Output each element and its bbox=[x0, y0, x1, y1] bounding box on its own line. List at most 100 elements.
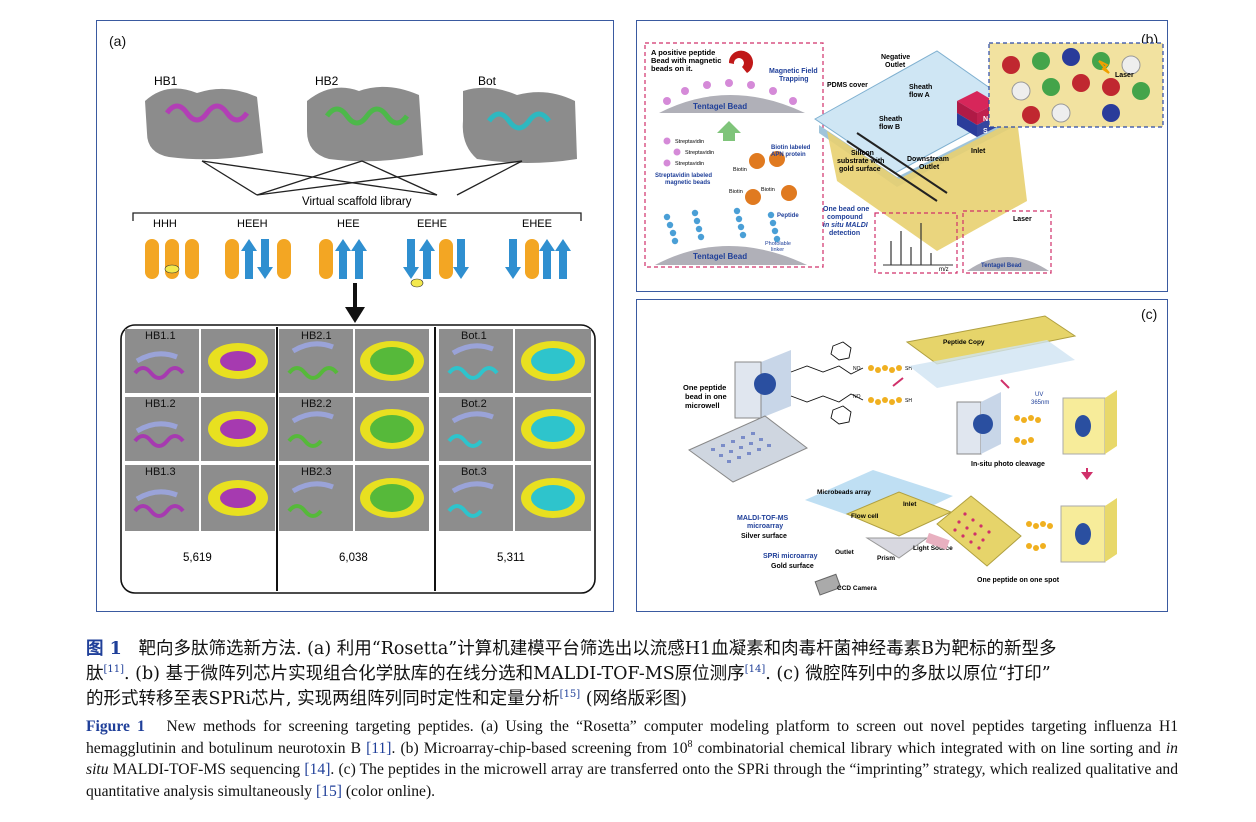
svg-text:m/z: m/z bbox=[939, 267, 949, 273]
yellow-block-right bbox=[1060, 498, 1117, 563]
svg-text:Inlet: Inlet bbox=[903, 501, 917, 508]
svg-text:In-situ photo cleavage: In-situ photo cleavage bbox=[971, 461, 1045, 468]
target-hb2-image bbox=[307, 86, 423, 162]
svg-text:substrate with: substrate with bbox=[837, 158, 884, 165]
svg-text:microarray: microarray bbox=[747, 523, 783, 530]
scaffold-topologies bbox=[145, 239, 571, 288]
svg-text:Streptavidin: Streptavidin bbox=[675, 139, 704, 145]
ref-14-link[interactable]: [14] bbox=[744, 664, 766, 676]
grid-label-bot-1: Bot.1 bbox=[461, 330, 487, 342]
count-hb1: 5,619 bbox=[183, 552, 212, 564]
target-label-hb2: HB2 bbox=[315, 74, 339, 88]
bead-plate bbox=[688, 415, 808, 483]
ref-11-en-link[interactable]: [11] bbox=[366, 739, 392, 757]
panel-b: (b) A positive peptide Bead with magneti… bbox=[636, 20, 1168, 292]
spot-slide bbox=[936, 495, 1022, 567]
svg-text:Outlet: Outlet bbox=[919, 164, 940, 171]
grid-label-bot-2: Bot.2 bbox=[461, 398, 487, 410]
panel-c-label: (c) bbox=[1141, 306, 1158, 322]
svg-text:One peptide on one spot: One peptide on one spot bbox=[977, 577, 1060, 584]
svg-text:Biotin: Biotin bbox=[761, 187, 775, 193]
tentagel-bead-bottom bbox=[655, 246, 807, 265]
svg-text:magnetic beads: magnetic beads bbox=[665, 180, 711, 186]
svg-text:Tentagel Bead: Tentagel Bead bbox=[981, 263, 1022, 269]
panel-a: (a) HB1 HB2 Bot Virtual scaffold library bbox=[96, 20, 614, 612]
svg-text:MALDI-TOF-MS: MALDI-TOF-MS bbox=[737, 515, 789, 522]
grid-cells bbox=[125, 329, 591, 531]
caption-cn-text1: 靶向多肽筛选新方法. (a) 利用“Rosetta”计算机建模平台筛选出以流感H… bbox=[138, 639, 1057, 659]
svg-text:Downstream: Downstream bbox=[907, 156, 949, 163]
svg-text:in situ MALDI: in situ MALDI bbox=[823, 222, 869, 229]
caption-cn-label: 图 1 bbox=[86, 639, 122, 659]
svg-text:Tentagel Bead: Tentagel Bead bbox=[693, 252, 747, 261]
grid-label-bot-3: Bot.3 bbox=[461, 466, 487, 478]
svg-text:Streptavidin: Streptavidin bbox=[685, 150, 714, 156]
svg-text:PDMS cover: PDMS cover bbox=[827, 82, 868, 89]
svg-text:Silver surface: Silver surface bbox=[741, 533, 787, 540]
grid-label-hb2-3: HB2.3 bbox=[301, 466, 332, 478]
svg-text:Biotin: Biotin bbox=[733, 167, 747, 173]
svg-text:Laser: Laser bbox=[1115, 72, 1134, 79]
svg-text:Outlet: Outlet bbox=[885, 62, 906, 69]
svg-text:Gold surface: Gold surface bbox=[771, 563, 814, 570]
magnet-icon bbox=[728, 50, 753, 73]
svg-text:Laser: Laser bbox=[1013, 216, 1032, 223]
svg-text:One peptide: One peptide bbox=[683, 383, 726, 392]
caption-english: Figure 1 New methods for screening targe… bbox=[86, 718, 1179, 800]
svg-text:Streptavidin labeled: Streptavidin labeled bbox=[655, 173, 712, 179]
panel-a-label: (a) bbox=[109, 33, 127, 49]
svg-text:microwell: microwell bbox=[685, 401, 720, 410]
svg-text:flow A: flow A bbox=[909, 92, 930, 99]
svg-text:One bead one: One bead one bbox=[823, 206, 869, 213]
svg-text:365nm: 365nm bbox=[1031, 400, 1049, 406]
svg-text:Inlet: Inlet bbox=[971, 148, 986, 155]
grid-label-hb1-1: HB1.1 bbox=[145, 330, 176, 342]
scaffold-heeh: HEEH bbox=[237, 218, 268, 230]
svg-text:Magnetic Field: Magnetic Field bbox=[769, 68, 818, 75]
scaffold-ehee: EHEE bbox=[522, 218, 552, 230]
microwell-box bbox=[734, 350, 791, 419]
svg-text:Bead with magnetic: Bead with magnetic bbox=[651, 56, 721, 65]
svg-text:N: N bbox=[983, 116, 988, 123]
svg-text:compound: compound bbox=[827, 214, 863, 221]
svg-text:S: S bbox=[983, 128, 988, 135]
svg-text:Outlet: Outlet bbox=[835, 549, 855, 556]
svg-text:Microbeads array: Microbeads array bbox=[817, 489, 871, 496]
ref-14-en-link[interactable]: [14] bbox=[304, 761, 331, 778]
peptide-copy-slide bbox=[905, 315, 1077, 365]
svg-text:gold surface: gold surface bbox=[839, 166, 881, 173]
crossing-arrows bbox=[201, 160, 523, 196]
caption-chinese: 图 1 靶向多肽筛选新方法. (a) 利用“Rosetta”计算机建模平台筛选出… bbox=[86, 637, 1178, 712]
grid-label-hb2-2: HB2.2 bbox=[301, 398, 332, 410]
svg-text:Trapping: Trapping bbox=[779, 76, 809, 83]
svg-text:CCD Camera: CCD Camera bbox=[837, 585, 877, 592]
svg-text:Streptavidin: Streptavidin bbox=[675, 161, 704, 167]
svg-text:UV: UV bbox=[1035, 392, 1043, 398]
ref-15-en-link[interactable]: [15] bbox=[315, 782, 342, 800]
svg-text:Biotin: Biotin bbox=[729, 189, 743, 195]
svg-text:Sheath: Sheath bbox=[879, 116, 902, 123]
yellow-block bbox=[1062, 390, 1117, 455]
target-hb1-image bbox=[145, 88, 263, 160]
uv-cleavage-box bbox=[956, 392, 1001, 455]
svg-text:Silicon: Silicon bbox=[851, 150, 874, 157]
svg-text:NO: NO bbox=[853, 366, 861, 372]
ref-15-link[interactable]: [15] bbox=[559, 689, 581, 701]
svg-text:bead in one: bead in one bbox=[685, 392, 727, 401]
caption-cn-line3: 的形式转移至表SPRi芯片, 实现两组阵列同时定性和定量分析[15] (网络版彩… bbox=[86, 689, 687, 709]
caption-cn-line2: 肽[11]. (b) 基于微阵列芯片实现组合化学肽库的在线分选和MALDI-TO… bbox=[86, 664, 1051, 684]
count-hb2: 6,038 bbox=[339, 552, 368, 564]
svg-text:Peptide: Peptide bbox=[777, 213, 799, 219]
svg-text:Prism: Prism bbox=[877, 555, 895, 562]
svg-text:Peptide Copy: Peptide Copy bbox=[943, 339, 985, 346]
svg-text:Negative: Negative bbox=[881, 54, 910, 61]
prism bbox=[865, 537, 929, 559]
svg-text:Flow cell: Flow cell bbox=[851, 513, 879, 520]
svg-text:beads on it.: beads on it. bbox=[651, 64, 693, 73]
ccd-camera-icon bbox=[814, 573, 842, 596]
grid-label-hb2-1: HB2.1 bbox=[301, 330, 332, 342]
svg-text:detection: detection bbox=[829, 230, 860, 237]
ref-11-link[interactable]: [11] bbox=[103, 664, 125, 676]
svg-text:SH: SH bbox=[905, 366, 912, 372]
scaffold-eehe: EEHE bbox=[417, 218, 447, 230]
